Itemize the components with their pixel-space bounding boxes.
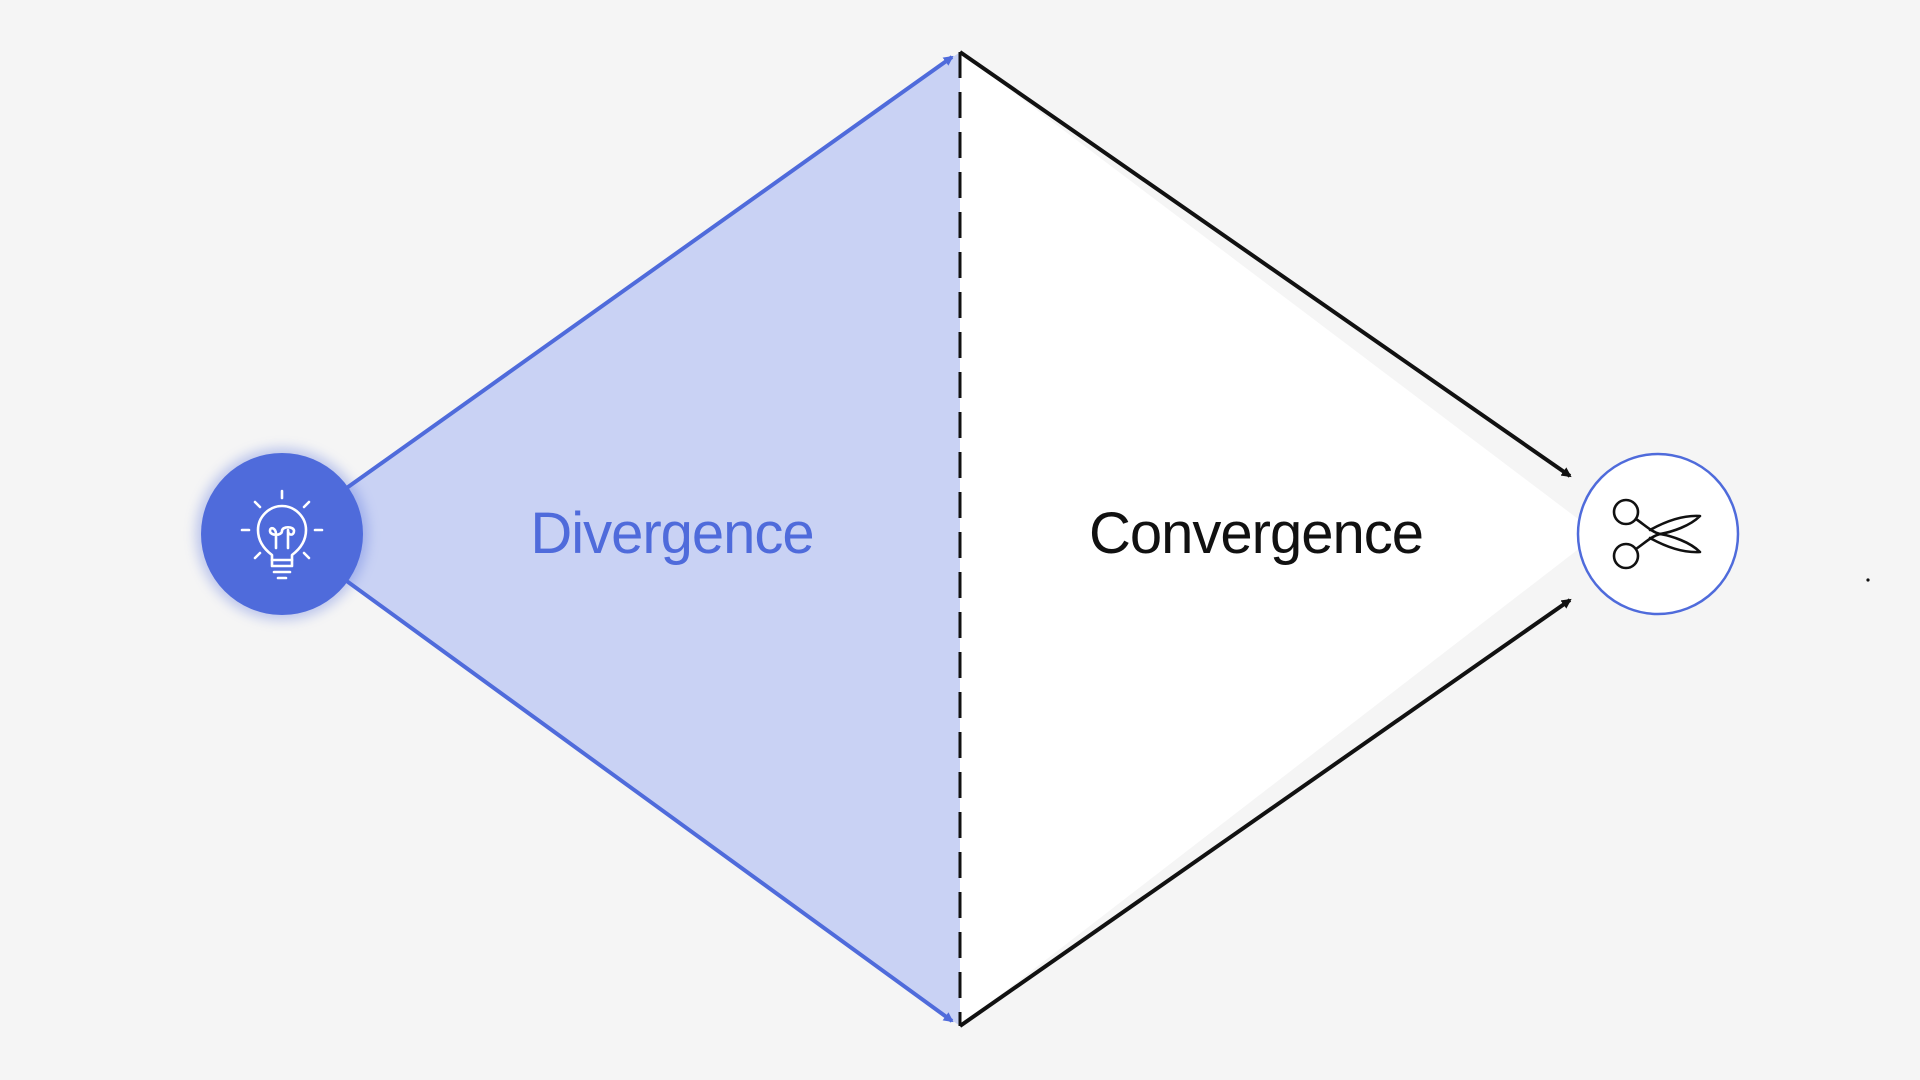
stray-dot — [1866, 578, 1870, 582]
lightbulb-icon — [240, 489, 324, 580]
divergence-edge-bottom — [280, 532, 954, 1023]
end-node — [1576, 452, 1740, 616]
convergence-edge-bottom — [958, 598, 1572, 1028]
divergence-region — [282, 52, 960, 1026]
start-node — [196, 448, 368, 620]
convergence-region — [960, 52, 1598, 1026]
convergence-edge-top — [958, 50, 1572, 478]
scissors-icon — [1612, 498, 1702, 570]
divergence-label: Divergence — [530, 501, 813, 566]
convergence-label: Convergence — [1089, 501, 1423, 566]
divergence-edge-top — [280, 55, 954, 536]
